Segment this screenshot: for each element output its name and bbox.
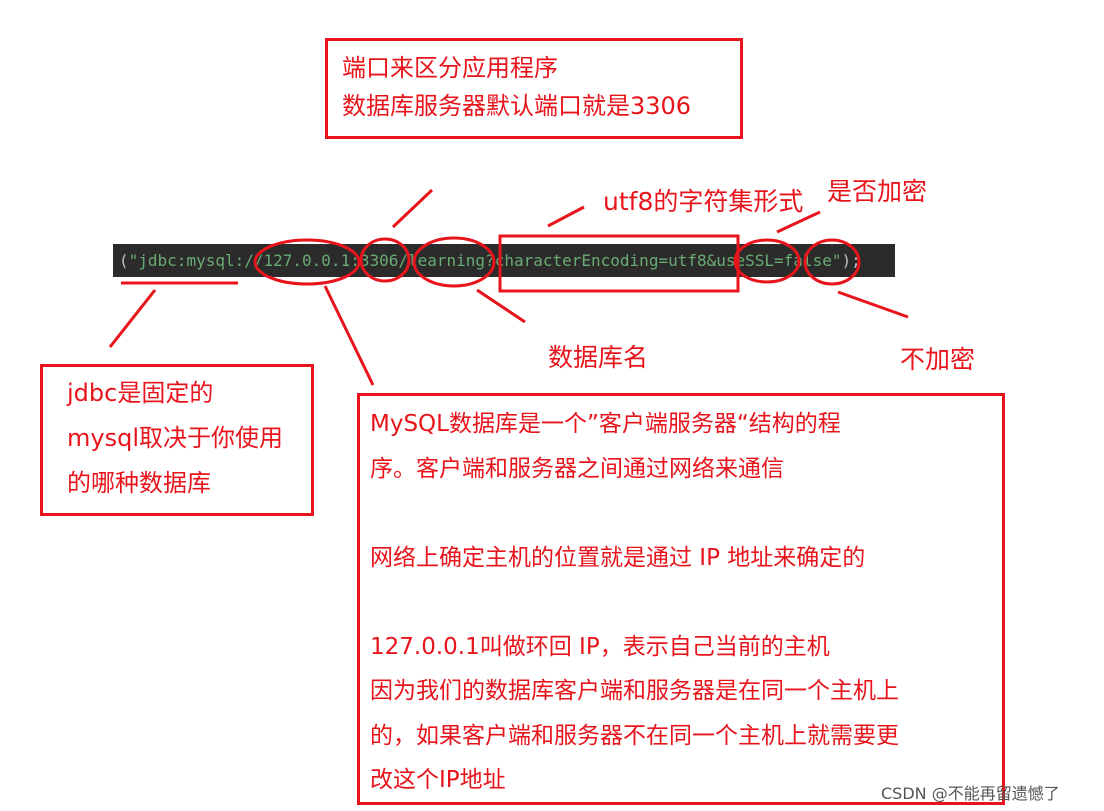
jdbc-url-string: "jdbc:mysql://127.0.0.1:3306/learning?ch…	[128, 251, 842, 270]
csdn-watermark: CSDN @不能再留遗憾了	[881, 784, 1060, 803]
no-encryption-label: 不加密	[900, 345, 976, 374]
jdbc-note-line-1: jdbc是固定的	[67, 379, 214, 407]
false-pointer-line	[837, 290, 909, 319]
jdbc-note-line-2: mysql取决于你使用	[67, 424, 283, 452]
port-note-box: 端口来区分应用程序 数据库服务器默认端口就是3306	[325, 38, 743, 139]
code-snippet: ("jdbc:mysql://127.0.0.1:3306/learning?c…	[113, 244, 895, 277]
mysql-note-line-1: MySQL数据库是一个”客户端服务器“结构的程	[370, 411, 841, 437]
mysql-note-line-2: 序。客户端和服务器之间通过网络来通信	[370, 455, 784, 482]
jdbc-pointer-line	[108, 289, 157, 348]
mysql-note-line-9: 改这个IP地址	[370, 767, 506, 793]
mysql-note-line-8: 的，如果客户端和服务器不在同一个主机上就需要更	[370, 722, 899, 749]
mysql-note-line-3	[370, 491, 899, 536]
mysql-note-line-4: 网络上确定主机的位置就是通过 IP 地址来确定的	[370, 544, 866, 571]
charset-pointer-line	[547, 205, 585, 228]
port-note-line-1: 端口来区分应用程序	[342, 54, 558, 82]
mysql-note-box: MySQL数据库是一个”客户端服务器“结构的程 序。客户端和服务器之间通过网络来…	[357, 393, 1005, 805]
code-close-paren: );	[841, 251, 861, 270]
port-pointer-line	[391, 188, 434, 229]
ssl-label: 是否加密	[827, 177, 928, 206]
jdbc-note-box: jdbc是固定的 mysql取决于你使用 的哪种数据库	[40, 364, 314, 516]
code-open-paren: (	[119, 251, 129, 270]
mysql-note-line-6: 127.0.0.1叫做环回 IP，表示自己当前的主机	[370, 633, 830, 660]
port-note-line-2: 数据库服务器默认端口就是3306	[342, 92, 692, 120]
database-name-label: 数据库名	[548, 343, 649, 372]
jdbc-note-line-3: 的哪种数据库	[67, 469, 211, 497]
mysql-note-line-7: 因为我们的数据库客户端和服务器是在同一个主机上	[370, 678, 899, 704]
mysql-note-line-5	[370, 580, 899, 625]
charset-label: utf8的字符集形式	[603, 187, 804, 216]
ip-pointer-line	[323, 285, 375, 386]
dbname-pointer-line	[476, 288, 526, 324]
